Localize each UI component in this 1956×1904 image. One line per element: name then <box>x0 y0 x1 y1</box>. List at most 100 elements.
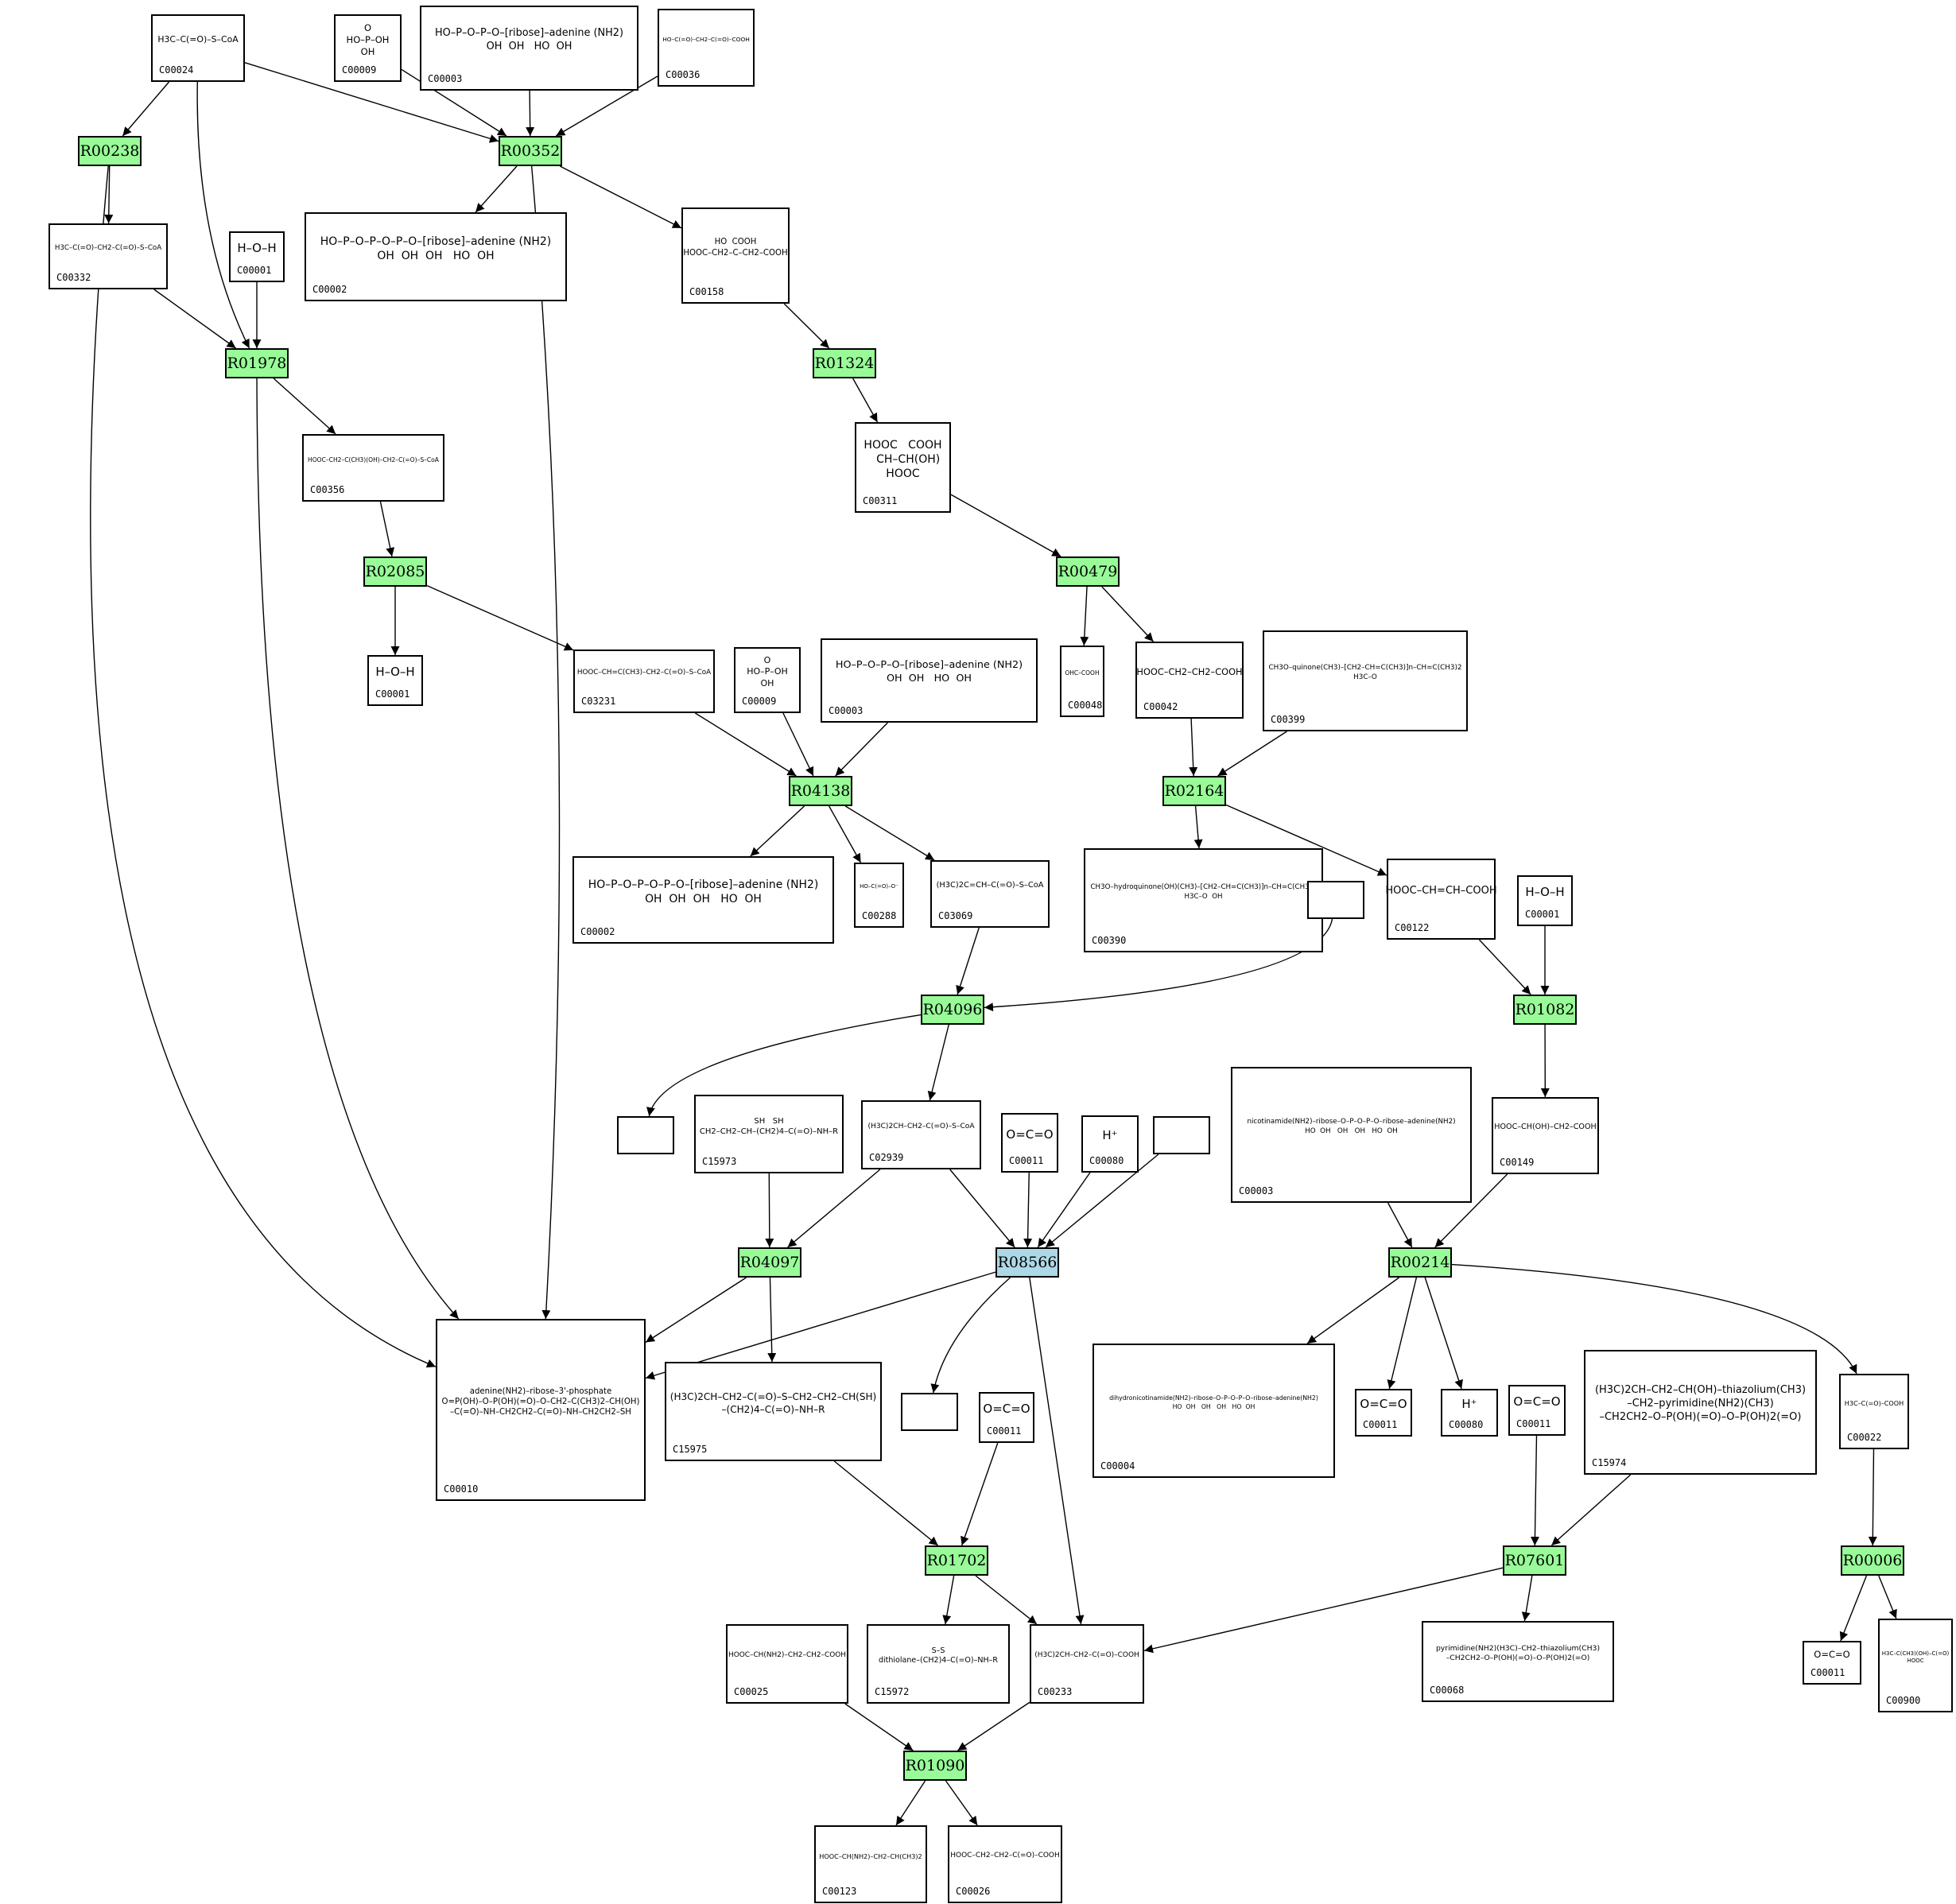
compound-node[interactable]: HO–P–O–P–O–[ribose]–adenine (NH2) OH OH … <box>821 638 1038 723</box>
edge-c4-to-r2 <box>555 76 658 137</box>
compound-node[interactable]: (H3C)2CH–CH2–CH(OH)–thiazolium(CH3) –CH2… <box>1584 1350 1817 1475</box>
reaction-node[interactable]: R00352 <box>499 136 562 166</box>
compound-id-label: C00001 <box>1525 909 1560 920</box>
reaction-node[interactable]: R07601 <box>1503 1545 1566 1576</box>
unlabeled-compound-node[interactable] <box>1307 881 1364 919</box>
compound-id-label: C15973 <box>702 1156 737 1167</box>
reaction-node[interactable]: R01090 <box>903 1751 967 1781</box>
compound-id-label: C00002 <box>580 926 615 937</box>
edge-r13-to-c38 <box>1451 1263 1857 1375</box>
reaction-id-label: R01082 <box>1515 1001 1575 1018</box>
compound-id-label: C00080 <box>1449 1419 1484 1430</box>
reaction-node[interactable]: R04138 <box>789 776 852 806</box>
compound-id-label: C00026 <box>956 1886 991 1897</box>
edge-r3-to-c9 <box>273 378 336 435</box>
edge-r13-to-c34 <box>1387 1277 1418 1390</box>
compound-node[interactable]: HO–C(=O)–O⁻C00288 <box>854 863 904 928</box>
edge-r4-to-c10 <box>852 378 879 423</box>
reaction-node[interactable]: R00006 <box>1841 1545 1904 1576</box>
reaction-node[interactable]: R00479 <box>1056 556 1120 587</box>
structure-formula: HO–P–O–P–O–[ribose]–adenine (NH2) OH OH … <box>435 26 623 52</box>
reaction-node[interactable]: R08566 <box>995 1247 1059 1278</box>
reaction-node[interactable]: R01324 <box>813 348 876 378</box>
reaction-node[interactable]: R01702 <box>925 1545 988 1576</box>
reaction-node[interactable]: R02085 <box>363 556 427 587</box>
reaction-node[interactable]: R04096 <box>921 995 984 1025</box>
compound-node[interactable]: HO–P–O–P–O–P–O–[ribose]–adenine (NH2) OH… <box>305 212 567 301</box>
reaction-node[interactable]: R04097 <box>738 1247 801 1278</box>
edge-c37-to-r15 <box>1550 1474 1632 1546</box>
unlabeled-compound-node[interactable] <box>617 1116 674 1154</box>
reaction-node[interactable]: R00238 <box>78 136 142 166</box>
compound-node[interactable]: adenine(NH2)–ribose–3'-phosphate O=P(OH)… <box>436 1319 646 1501</box>
unlabeled-compound-node[interactable] <box>1153 1116 1210 1154</box>
compound-id-label: C00022 <box>1847 1432 1882 1443</box>
compound-node[interactable]: H⁺C00080 <box>1081 1115 1139 1173</box>
edge-c10-to-r6 <box>950 494 1061 557</box>
structure-formula: (H3C)2CH–CH2–C(=O)–S–CoA <box>867 1122 975 1130</box>
edge-r12-to-c41 <box>1029 1277 1085 1625</box>
reaction-node[interactable]: R01978 <box>225 348 289 378</box>
compound-node[interactable]: dihydronicotinamide(NH2)–ribose–O–P–O–P–… <box>1092 1344 1335 1478</box>
compound-node[interactable]: pyrimidine(NH2)(H3C)–CH2–thiazolium(CH3)… <box>1422 1621 1614 1702</box>
reaction-id-label: R00214 <box>1390 1254 1450 1271</box>
compound-node[interactable]: nicotinamide(NH2)–ribose–O–P–O–P–O–ribos… <box>1231 1067 1472 1203</box>
structure-formula: H–O–H <box>237 241 277 256</box>
compound-node[interactable]: HO–P–O–P–O–[ribose]–adenine (NH2) OH OH … <box>420 6 638 91</box>
compound-node[interactable]: HO–P–O–P–O–P–O–[ribose]–adenine (NH2) OH… <box>572 856 834 944</box>
structure-formula: HO–C(=O)–CH2–C(=O)–COOH <box>662 36 750 44</box>
compound-id-label: C00288 <box>862 910 897 921</box>
compound-id-label: C00158 <box>689 286 724 297</box>
edge-r8-to-c22 <box>1225 804 1387 876</box>
reaction-node[interactable]: R00214 <box>1388 1247 1452 1278</box>
compound-node[interactable]: (H3C)2CH–CH2–C(=O)–S–CH2–CH2–CH(SH) –(CH… <box>665 1362 882 1461</box>
edge-r12-to-u4 <box>930 1277 1011 1394</box>
edge-c25-to-r12 <box>949 1169 1015 1248</box>
edge-c24-to-r11 <box>765 1173 774 1248</box>
edge-c14-to-r7 <box>835 722 888 777</box>
compound-node[interactable]: CH3O–hydroquinone(OH)(CH3)–[CH2–CH=C(CH3… <box>1084 848 1323 952</box>
edge-c9-to-r5 <box>379 501 395 557</box>
compound-node[interactable]: H⁺C00080 <box>1441 1389 1498 1437</box>
reaction-node[interactable]: R02164 <box>1162 776 1226 806</box>
structure-formula: O HO–P–OH OH <box>747 655 788 688</box>
structure-formula: HO–P–O–P–O–P–O–[ribose]–adenine (NH2) OH… <box>588 878 819 905</box>
edge-r13-to-c33 <box>1306 1277 1399 1344</box>
edge-c29-to-r13 <box>1434 1173 1508 1248</box>
structure-formula: O=C=O <box>1006 1127 1054 1142</box>
unlabeled-compound-node[interactable] <box>901 1393 958 1431</box>
compound-node[interactable]: CH3O–quinone(CH3)–[CH2–CH=C(CH3)]n–CH=C(… <box>1263 630 1468 731</box>
reaction-node[interactable]: R01082 <box>1513 995 1577 1025</box>
